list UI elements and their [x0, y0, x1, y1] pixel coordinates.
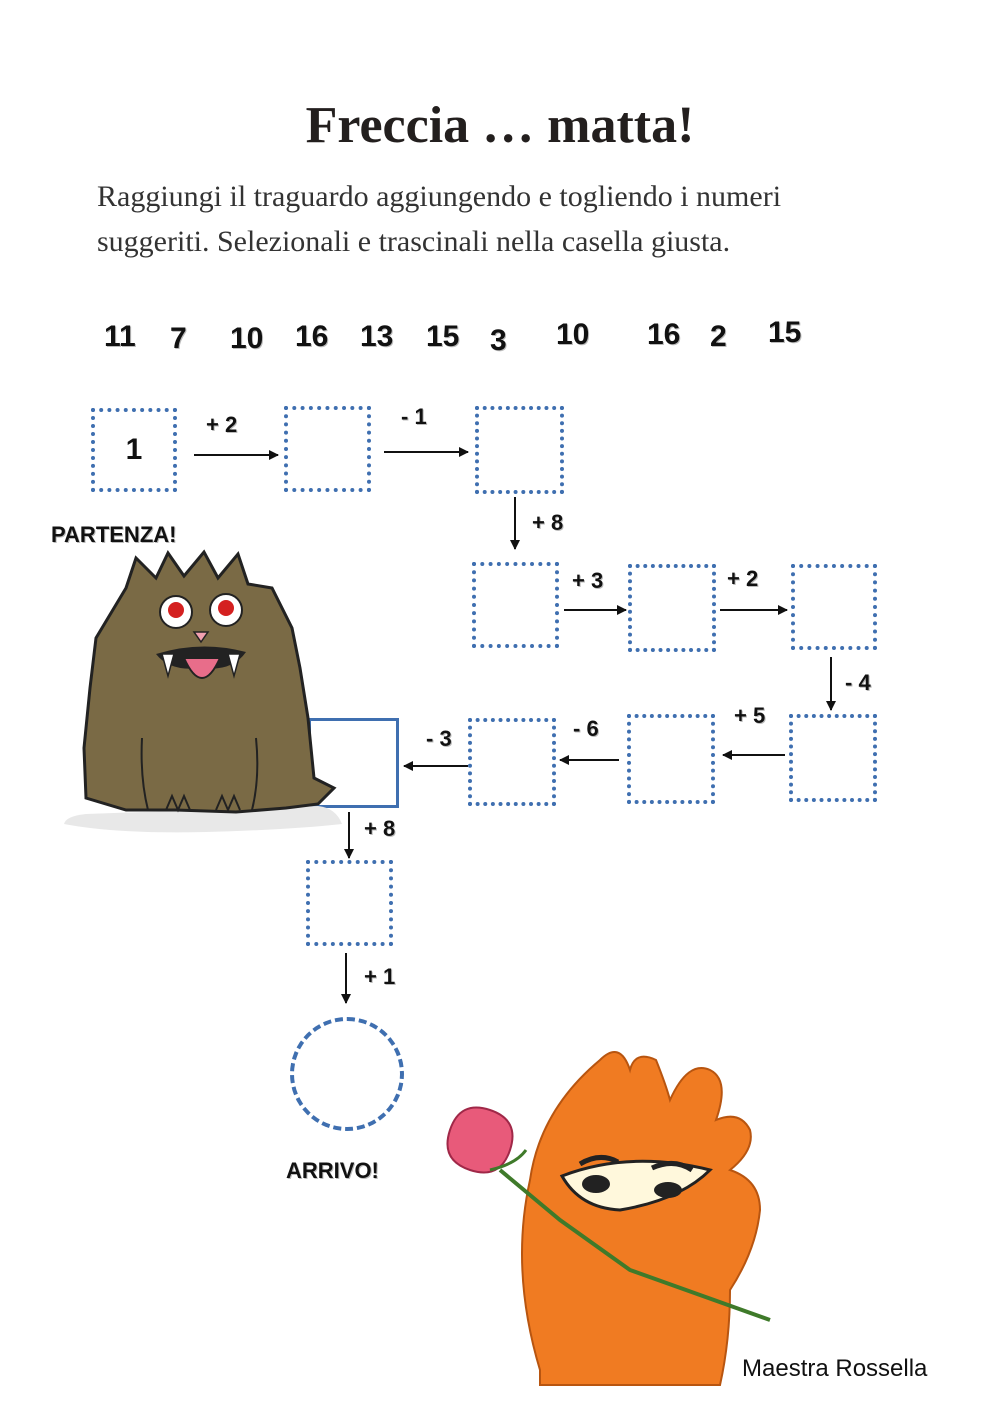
- operation-label: - 3: [426, 726, 452, 751]
- number-tile[interactable]: 10: [556, 318, 590, 351]
- number-tile[interactable]: 11: [104, 320, 136, 353]
- number-tile[interactable]: 15: [768, 316, 802, 349]
- number-tile[interactable]: 15: [426, 320, 460, 353]
- operation-label: + 8: [364, 816, 396, 841]
- number-tile[interactable]: 10: [230, 322, 264, 355]
- answer-box[interactable]: [472, 562, 559, 648]
- answer-box[interactable]: [468, 718, 556, 806]
- answer-box[interactable]: [627, 714, 715, 804]
- number-tile[interactable]: 2: [710, 320, 727, 353]
- number-tile[interactable]: 13: [360, 320, 394, 353]
- answer-box[interactable]: [284, 406, 371, 492]
- page-title: Freccia … matta!: [305, 97, 695, 154]
- operation-label: - 4: [845, 670, 871, 695]
- author-signature: Maestra Rossella: [742, 1355, 928, 1382]
- operation-label: + 2: [727, 566, 759, 591]
- answer-box[interactable]: [789, 714, 877, 802]
- start-box: 1: [91, 408, 177, 492]
- start-label: PARTENZA!: [51, 522, 177, 547]
- operation-label: + 1: [364, 964, 396, 989]
- operation-label: + 2: [206, 412, 238, 437]
- answer-box[interactable]: [306, 860, 393, 946]
- answer-box[interactable]: [628, 564, 716, 652]
- number-tile[interactable]: 3: [490, 324, 507, 357]
- operation-label: + 3: [572, 568, 604, 593]
- orange-monster-illustration: [446, 1051, 771, 1386]
- number-tile[interactable]: 16: [647, 318, 681, 351]
- answer-box[interactable]: [475, 406, 564, 494]
- operation-label: - 1: [401, 404, 427, 429]
- operation-label: + 5: [734, 703, 766, 728]
- finish-label: ARRIVO!: [286, 1158, 379, 1183]
- brown-monster-illustration: [64, 549, 342, 833]
- answer-box[interactable]: [791, 564, 877, 650]
- number-tile[interactable]: 16: [295, 320, 329, 353]
- operation-label: - 6: [573, 716, 599, 741]
- finish-circle[interactable]: [290, 1017, 404, 1131]
- instructions-text: Raggiungi il traguardo aggiungendo e tog…: [97, 180, 782, 258]
- operation-label: + 8: [532, 510, 564, 535]
- number-tile[interactable]: 7: [170, 322, 187, 355]
